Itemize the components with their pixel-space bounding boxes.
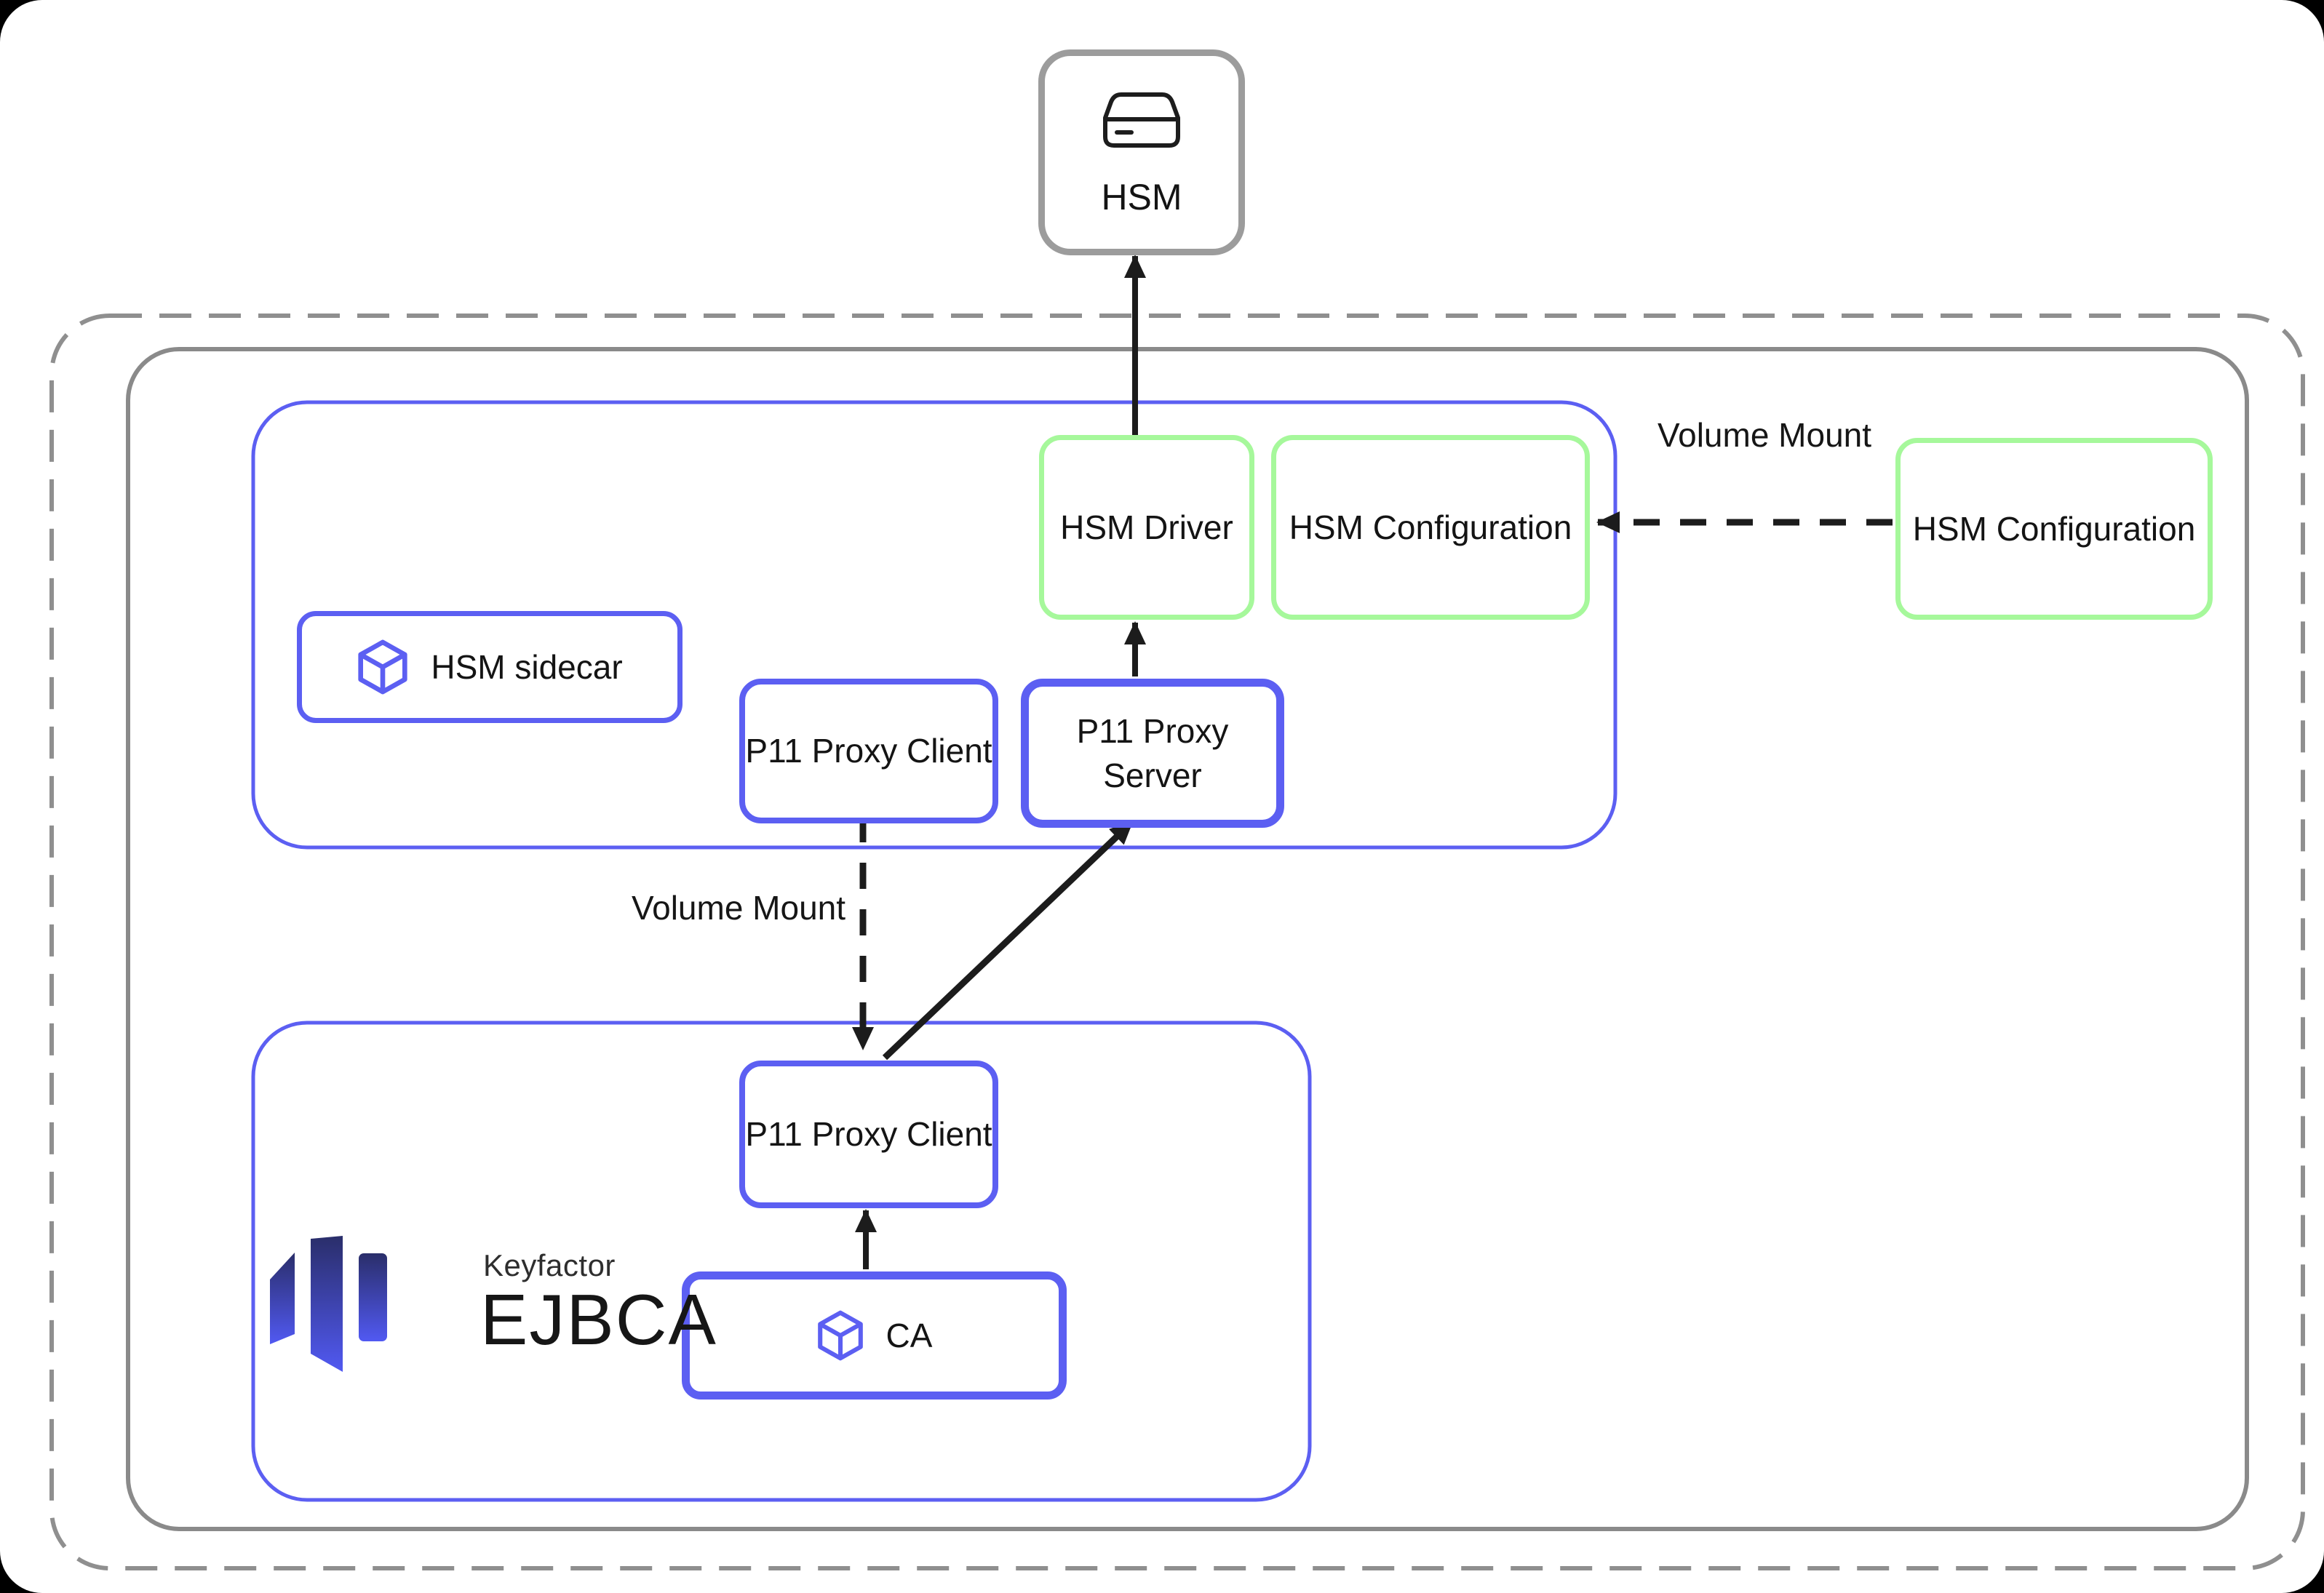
edge-label-volume-mount-pod: Volume Mount bbox=[631, 889, 846, 927]
keyfactor-brand-text: Keyfactor bbox=[483, 1248, 616, 1282]
ejbca-product-text: EJBCA bbox=[480, 1279, 717, 1360]
node-hsm: HSM bbox=[1038, 49, 1245, 255]
node-p11-proxy-client-ejbca: P11 Proxy Client bbox=[739, 1061, 998, 1208]
cube-icon bbox=[817, 1310, 863, 1361]
node-p11-proxy-client-ejbca-label: P11 Proxy Client bbox=[745, 1115, 992, 1154]
cube-icon bbox=[358, 639, 407, 695]
drive-icon bbox=[1103, 92, 1180, 148]
node-p11-proxy-client-sidecar: P11 Proxy Client bbox=[739, 679, 998, 823]
node-hsm-driver: HSM Driver bbox=[1039, 435, 1254, 620]
node-p11-proxy-server-label: P11 Proxy Server bbox=[1076, 711, 1229, 794]
node-hsm-configuration-sidecar-label: HSM Configuration bbox=[1289, 508, 1572, 546]
edge-label-volume-mount-config: Volume Mount bbox=[1657, 416, 1872, 454]
node-hsm-label: HSM bbox=[1101, 176, 1182, 217]
node-hsm-sidecar: HSM sidecar bbox=[297, 611, 683, 723]
keyfactor-logo-mark bbox=[270, 1236, 387, 1372]
node-p11-proxy-server: P11 Proxy Server bbox=[1021, 679, 1284, 828]
node-hsm-driver-label: HSM Driver bbox=[1060, 508, 1233, 546]
edge-client-to-server bbox=[882, 819, 1135, 1061]
node-ca-label: CA bbox=[886, 1316, 933, 1354]
node-p11-proxy-client-sidecar-label: P11 Proxy Client bbox=[745, 732, 992, 770]
node-hsm-configuration-external-label: HSM Configuration bbox=[1912, 509, 2196, 548]
node-ca: CA bbox=[682, 1271, 1067, 1400]
node-hsm-configuration-external: HSM Configuration bbox=[1895, 438, 2213, 620]
node-hsm-configuration-sidecar: HSM Configuration bbox=[1271, 435, 1590, 620]
node-hsm-sidecar-label: HSM sidecar bbox=[431, 647, 623, 686]
